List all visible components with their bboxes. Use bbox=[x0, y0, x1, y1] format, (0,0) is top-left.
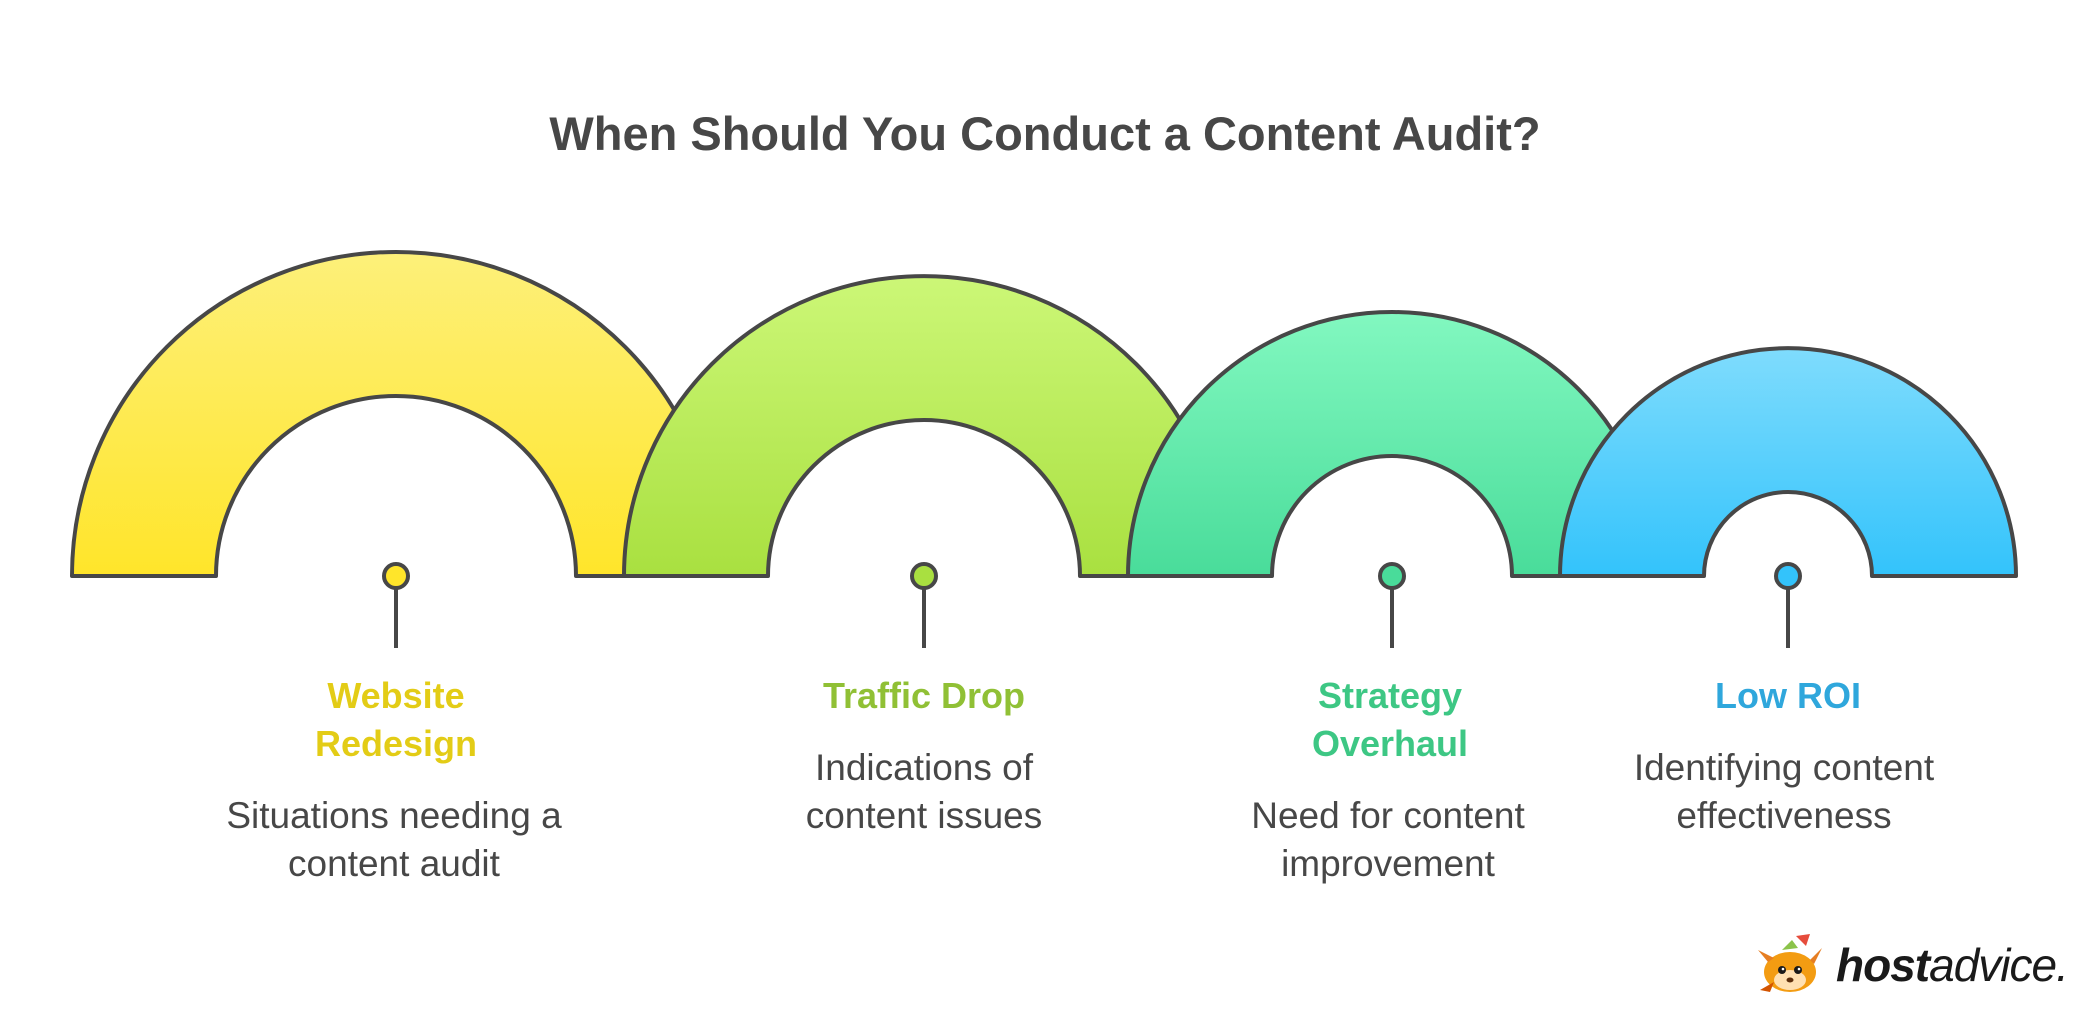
pin-2-dot bbox=[910, 562, 938, 590]
pin-1-dot bbox=[382, 562, 410, 590]
item-4-label-line-1: Low ROI bbox=[1715, 675, 1861, 716]
item-4-description-line-2: effectiveness bbox=[1676, 795, 1892, 836]
item-4-description-line-1: Identifying content bbox=[1633, 747, 1935, 788]
item-1-label: Website Redesign bbox=[186, 672, 606, 768]
item-3-label-line-1: Strategy bbox=[1317, 675, 1463, 716]
item-2-description-line-2: content issues bbox=[805, 795, 1043, 836]
item-3-description: Need for content improvement bbox=[1178, 792, 1598, 888]
pin-3-dot bbox=[1378, 562, 1406, 590]
fox-mascot-icon bbox=[1758, 934, 1822, 992]
item-2-label-line-1: Traffic Drop bbox=[822, 675, 1026, 716]
item-1-description-line-1: Situations needing a bbox=[226, 795, 562, 836]
diagram-title: When Should You Conduct a Content Audit? bbox=[549, 107, 1541, 160]
item-3-label: Strategy Overhaul bbox=[1180, 672, 1600, 768]
item-3-description-line-1: Need for content bbox=[1251, 795, 1525, 836]
item-1-description: Situations needing a content audit bbox=[184, 792, 604, 888]
item-4-description: Identifying content effectiveness bbox=[1574, 744, 1994, 840]
hostadvice-logo: hostadvice. bbox=[1752, 930, 2069, 1000]
arch-1 bbox=[70, 250, 722, 578]
arch-4 bbox=[1558, 346, 2018, 578]
item-2-label: Traffic Drop bbox=[714, 672, 1134, 720]
item-1-description-line-2: content audit bbox=[288, 843, 500, 884]
item-3-label-line-2: Overhaul bbox=[1311, 723, 1469, 764]
pin-4-dot bbox=[1774, 562, 1802, 590]
item-2-description-line-1: Indications of bbox=[814, 747, 1034, 788]
brand-wordmark-light: advice. bbox=[1929, 939, 2069, 991]
item-1-label-line-1: Website bbox=[327, 675, 465, 716]
item-4-label: Low ROI bbox=[1578, 672, 1998, 720]
item-1-label-line-2: Redesign bbox=[314, 723, 478, 764]
brand-wordmark: hostadvice. bbox=[1836, 938, 2069, 992]
brand-wordmark-bold: host bbox=[1836, 939, 1930, 991]
item-2-description: Indications of content issues bbox=[714, 744, 1134, 840]
item-3-description-line-2: improvement bbox=[1281, 843, 1495, 884]
